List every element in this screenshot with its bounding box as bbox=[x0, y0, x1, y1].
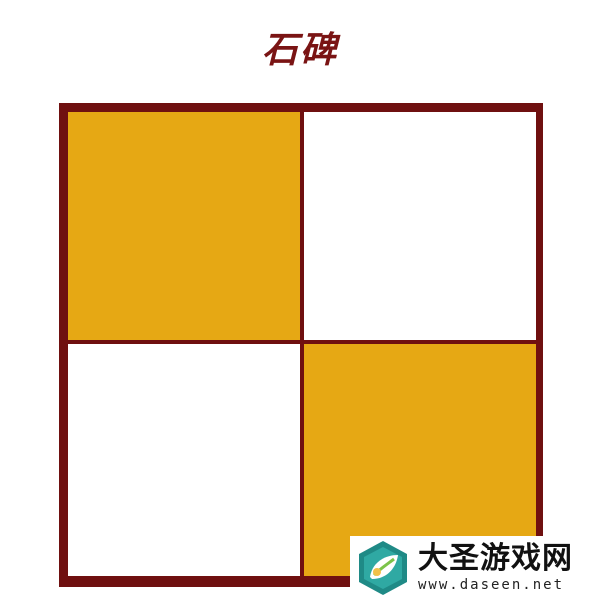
watermark-site-name: 大圣游戏网 bbox=[418, 541, 573, 576]
stele-puzzle-board bbox=[59, 103, 543, 587]
page-title: 石碑 bbox=[261, 29, 338, 71]
board-cell-r1-c1[interactable] bbox=[68, 112, 302, 342]
leaf-logo-icon bbox=[359, 541, 407, 595]
board-cell-r2-c1[interactable] bbox=[68, 342, 302, 576]
watermark-url: www.daseen.net bbox=[418, 577, 565, 593]
site-watermark: 大圣游戏网 www.daseen.net bbox=[350, 536, 600, 600]
watermark-text: 大圣游戏网 www.daseen.net bbox=[418, 542, 573, 594]
board-cell-r1-c2[interactable] bbox=[302, 112, 536, 342]
